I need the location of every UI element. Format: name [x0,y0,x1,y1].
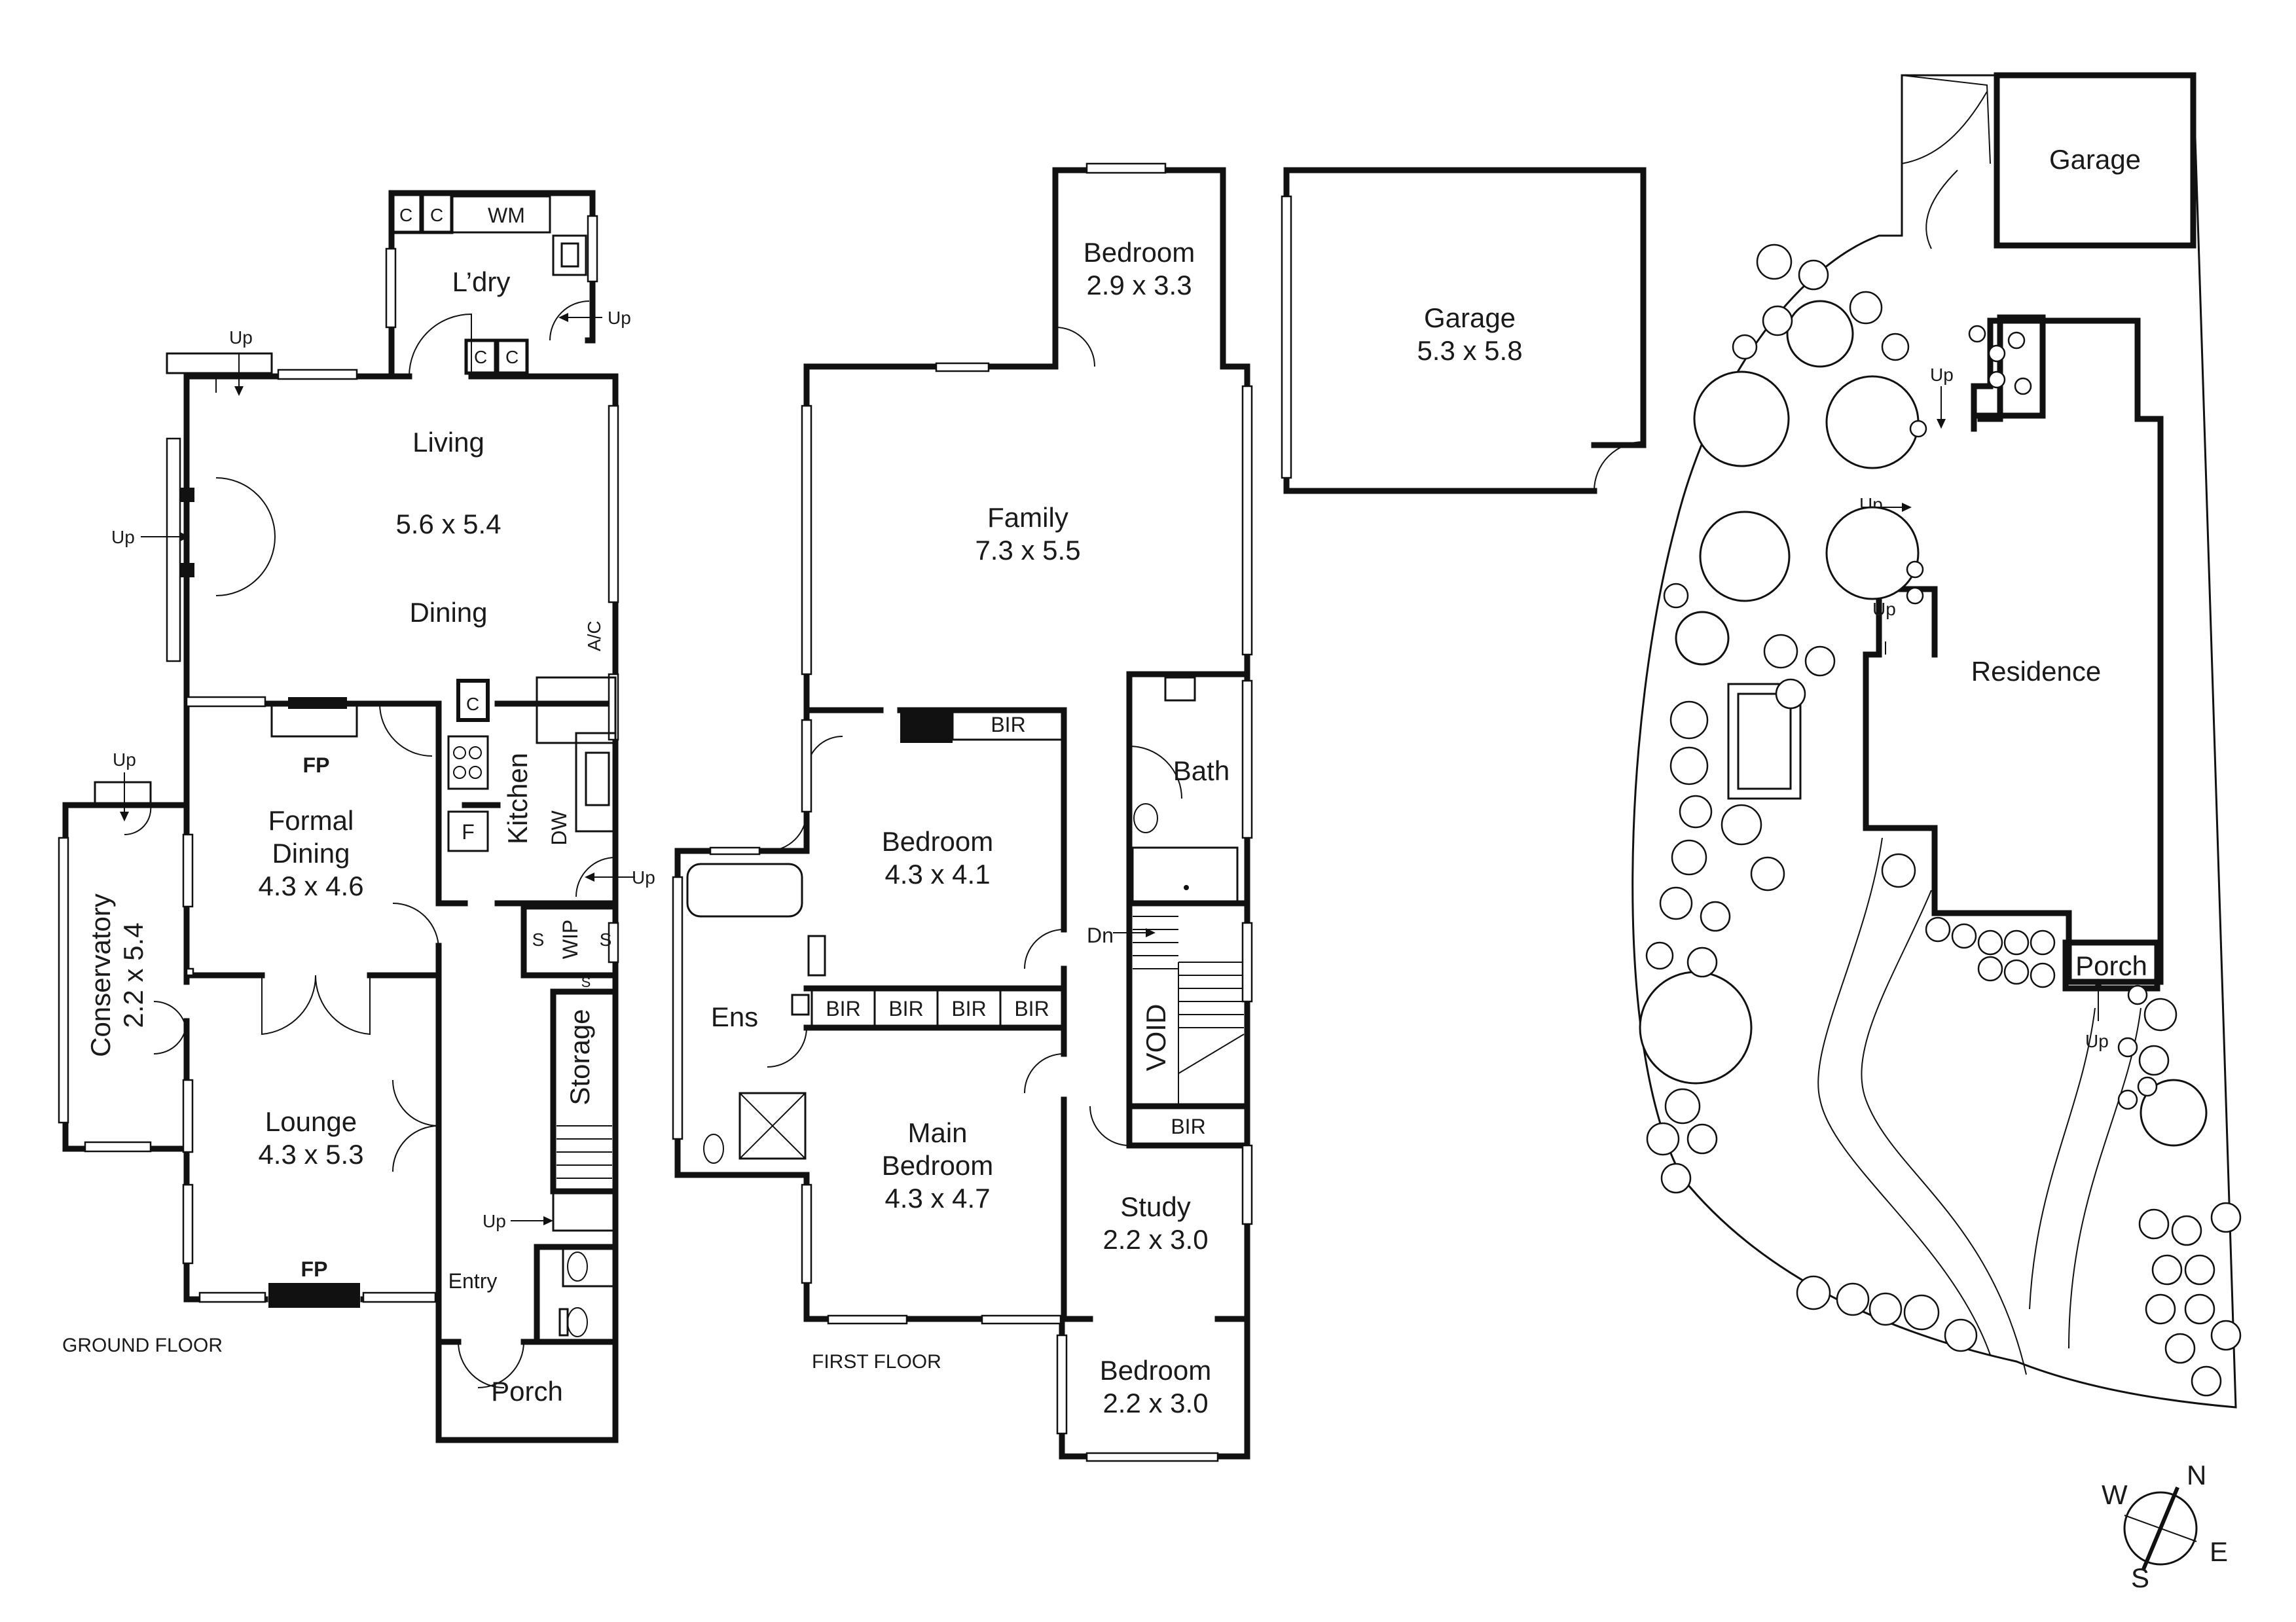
bedroom-mid-dim: 4.3 x 4.1 [884,859,990,890]
bir-label-1: BIR [826,997,860,1020]
laundry-c3-label: C [474,347,487,367]
up-label-3: Up [608,308,631,328]
ac-label: A/C [584,621,604,651]
bedroom-mid-label: Bedroom [882,826,993,857]
compass-e-label: E [2210,1536,2228,1567]
wip-s1-label: S [532,929,545,950]
living-label: Living [412,427,484,458]
main-bedroom-label-1: Main [907,1117,967,1148]
laundry-label: L’dry [452,266,511,297]
residence-label: Residence [1971,656,2101,687]
garage-dim: 5.3 x 5.8 [1417,335,1522,366]
bir-label-2: BIR [888,997,923,1020]
garage-label: Garage [1424,302,1516,333]
bath-label: Bath [1173,755,1230,786]
site-garage-label: Garage [2049,144,2141,175]
bedroom-top-label: Bedroom [1084,237,1195,268]
void-label: VOID [1140,1004,1171,1072]
entry-label: Entry [448,1269,498,1293]
bedroom-bottom-label: Bedroom [1100,1355,1211,1386]
study-label: Study [1120,1191,1190,1222]
main-bedroom-label-2: Bedroom [882,1150,993,1181]
kitchen-label: Kitchen [502,753,533,844]
bir-label-4: BIR [1014,997,1049,1020]
site-plan: Garage Residence Porch Up Up Up Up [1631,72,2242,1593]
shrubs [1645,243,2242,1397]
site-up-label-1: Up [1930,365,1954,385]
compass-w-label: W [2102,1479,2128,1510]
bir-label-top: BIR [991,713,1025,736]
wip-s3-label: S [581,974,591,990]
formal-dining-label-1: Formal [268,805,354,836]
lounge-dim: 4.3 x 5.3 [258,1139,363,1170]
conservatory-label: Conservatory [85,893,116,1057]
compass-n-label: N [2187,1460,2206,1490]
bir-label-bottom: BIR [1171,1115,1205,1138]
formal-dining-label-2: Dining [272,838,350,869]
ground-floor-caption: GROUND FLOOR [62,1335,223,1356]
kitchen-c-label: C [466,694,479,714]
up-label-4: Up [632,867,655,888]
wip-s2-label: S [600,929,612,950]
porch-label: Porch [491,1376,563,1407]
laundry-c2-label: C [430,205,443,225]
bedroom-bottom-dim: 2.2 x 3.0 [1102,1388,1208,1418]
living-dim: 5.6 x 5.4 [395,509,501,539]
family-label: Family [987,502,1068,533]
dining-label: Dining [409,597,487,628]
ground-floor-plan: C C WM C C L’dry Living 5.6 x 5.4 Dining… [58,190,655,1443]
up-label-6: Up [483,1211,506,1231]
lounge-label: Lounge [265,1106,357,1137]
garage-plan: Garage 5.3 x 5.8 [1281,167,1647,494]
first-floor-caption: FIRST FLOOR [812,1351,941,1373]
first-floor-plan: Bedroom 2.9 x 3.3 Family 7.3 x 5.5 BIR B… [672,162,1253,1462]
bir-label-3: BIR [951,997,986,1020]
site-up-label-3: Up [1872,599,1896,619]
storage-label: Storage [564,1009,595,1105]
family-dim: 7.3 x 5.5 [975,535,1080,566]
laundry-wm-label: WM [488,204,525,227]
site-up-label-4: Up [2085,1031,2109,1051]
main-bedroom-dim: 4.3 x 4.7 [884,1183,990,1214]
fp-label-top: FP [303,753,330,777]
ens-label: Ens [711,1001,758,1032]
dn-label: Dn [1087,924,1114,947]
bedroom-top-dim: 2.9 x 3.3 [1086,270,1192,300]
compass-icon: N E S W [2102,1460,2228,1593]
laundry-c4-label: C [505,347,519,367]
dw-label: DW [547,810,571,846]
formal-dining-dim: 4.3 x 4.6 [258,871,363,901]
laundry-c1-label: C [399,205,412,225]
fp-label-bottom: FP [301,1257,328,1281]
up-label-2: Up [111,527,135,547]
compass-s-label: S [2131,1562,2149,1593]
large-trees [1639,300,2208,1147]
wip-label: WIP [558,920,582,959]
fridge-label: F [462,820,475,844]
conservatory-dim: 2.2 x 5.4 [118,922,149,1028]
site-porch-label: Porch [2075,950,2147,981]
up-label-1: Up [229,327,253,348]
up-label-5: Up [113,749,136,770]
study-dim: 2.2 x 3.0 [1102,1224,1208,1255]
